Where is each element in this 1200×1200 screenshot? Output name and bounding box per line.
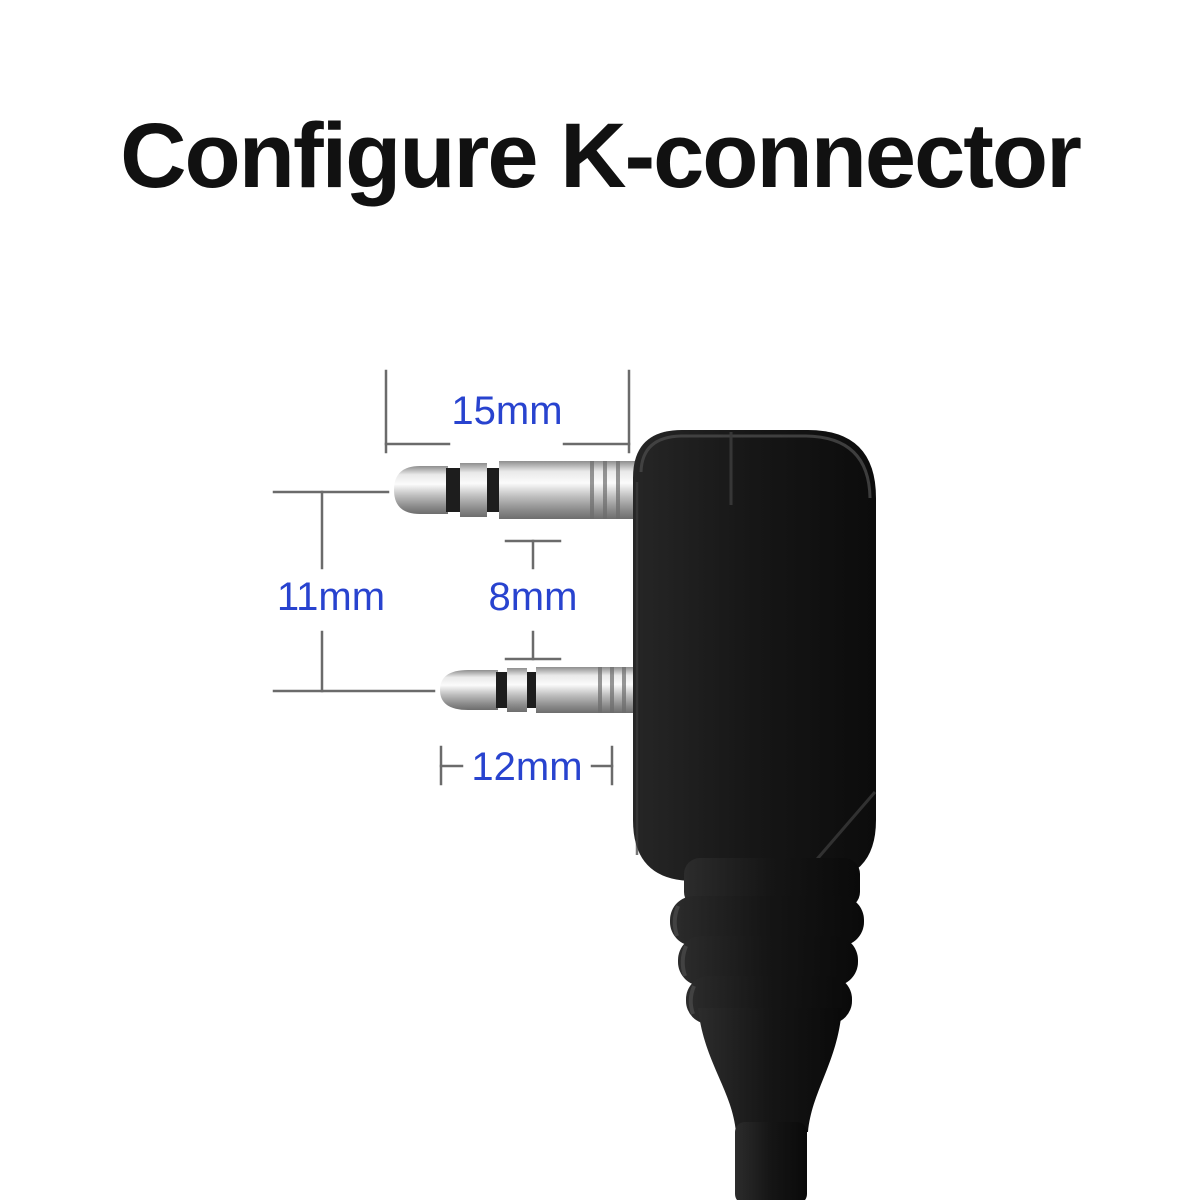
connector-body: [633, 430, 877, 881]
dim-label-top-plug-length: 15mm: [451, 389, 562, 433]
page-title: Configure K-connector: [120, 105, 1082, 207]
bottom-plug-2-5mm: [440, 667, 635, 713]
dim-label-pin-gap: 8mm: [489, 575, 578, 619]
cable: [735, 1122, 807, 1200]
dim-label-pin-spacing: 11mm: [277, 575, 385, 619]
top-plug-3-5mm: [394, 461, 635, 519]
dimension-lines: [272, 369, 631, 786]
strain-relief-boot: [670, 858, 864, 1200]
dim-label-bottom-plug-length: 12mm: [471, 745, 582, 789]
dimension-labels: 15mm 11mm 8mm 12mm: [277, 389, 583, 789]
